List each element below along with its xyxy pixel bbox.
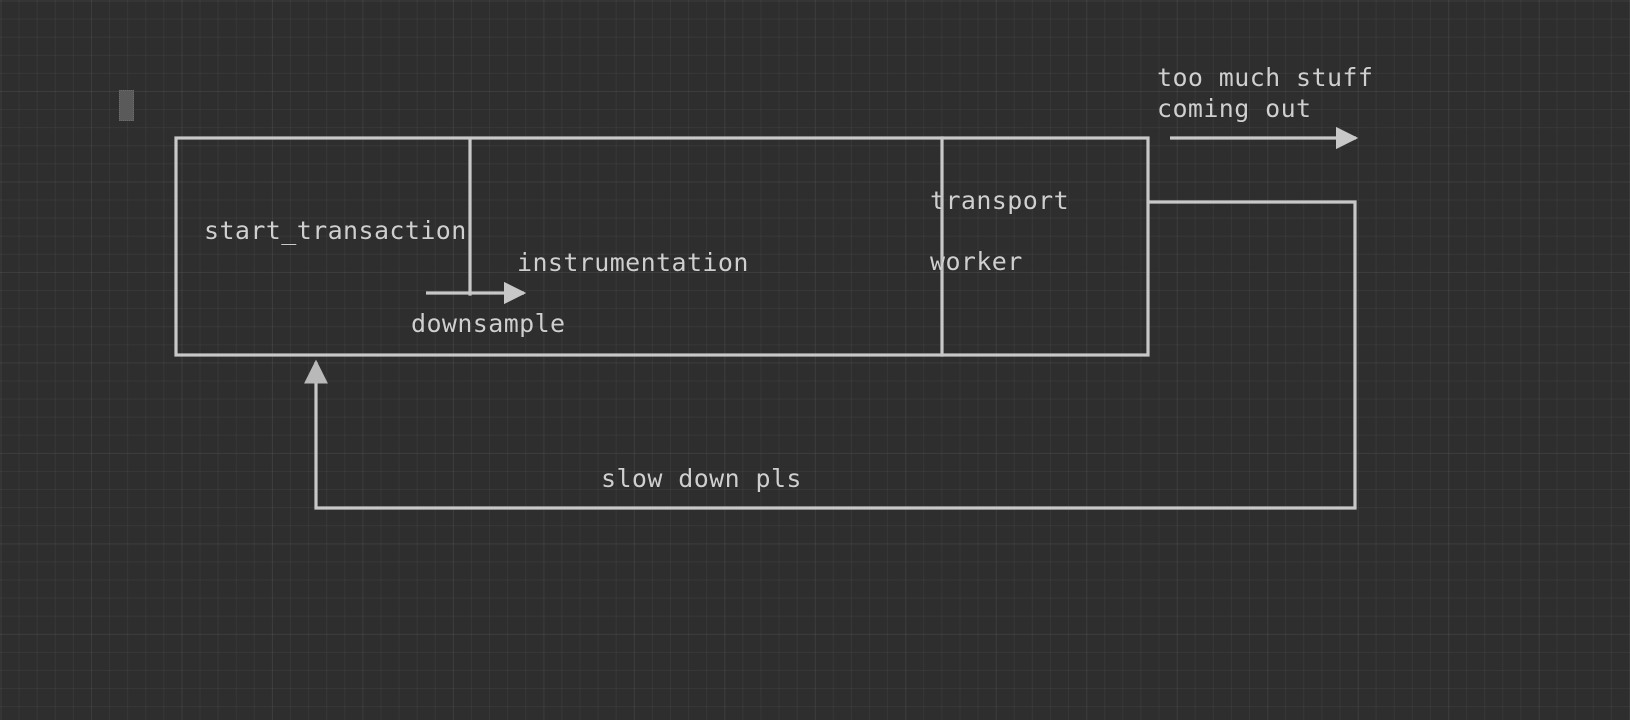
label-worker: worker xyxy=(930,247,1023,276)
label-coming-out: coming out xyxy=(1157,94,1312,123)
label-too-much-stuff: too much stuff xyxy=(1157,63,1374,92)
label-slow-down-pls: slow down pls xyxy=(601,464,802,493)
feedback-loop-path xyxy=(304,200,1357,510)
label-instrumentation: instrumentation xyxy=(517,248,749,277)
label-transport: transport xyxy=(930,186,1070,215)
node-start-transaction-box xyxy=(174,136,1150,357)
label-start-transaction: start_transaction xyxy=(204,216,467,245)
selection-cursor-block[interactable] xyxy=(119,90,134,121)
label-downsample: downsample xyxy=(411,309,566,338)
